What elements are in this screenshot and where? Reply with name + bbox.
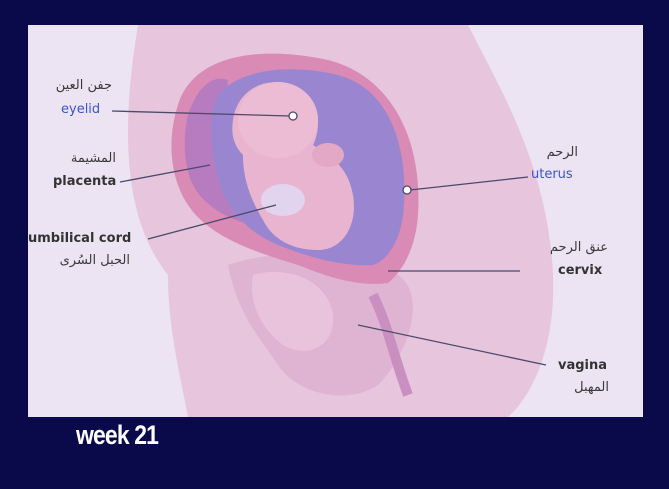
fetus-head xyxy=(238,82,318,158)
vagina-canal xyxy=(368,292,413,397)
label-vagina-ar: المهبل xyxy=(574,380,609,395)
week-caption: week 21 xyxy=(76,420,159,450)
illustration-panel: جفن العين eyelid المشيمة placenta umbili… xyxy=(28,25,643,417)
anatomy-illustration xyxy=(111,25,554,417)
label-vagina-en: vagina xyxy=(558,358,608,373)
label-eyelid-ar: جفن العين xyxy=(55,78,112,93)
label-uterus-ar: الرحم xyxy=(546,145,578,160)
label-cervix-en: cervix xyxy=(558,263,603,278)
umbilical-cord-coil xyxy=(261,184,305,216)
leader-lines xyxy=(111,110,547,366)
label-eyelid-en: eyelid xyxy=(61,102,101,117)
bladder xyxy=(252,271,334,351)
label-cervix-ar: عنق الرحم xyxy=(549,240,608,255)
label-uterus-en: uterus xyxy=(531,167,573,182)
fetus-hand xyxy=(312,143,344,167)
label-umbilical-cord-en: umbilical cord xyxy=(28,231,132,246)
label-umbilical-cord-ar: الحبل السُرى xyxy=(59,253,130,268)
label-placenta-en: placenta xyxy=(53,174,117,189)
label-placenta-ar: المشيمة xyxy=(70,151,116,166)
